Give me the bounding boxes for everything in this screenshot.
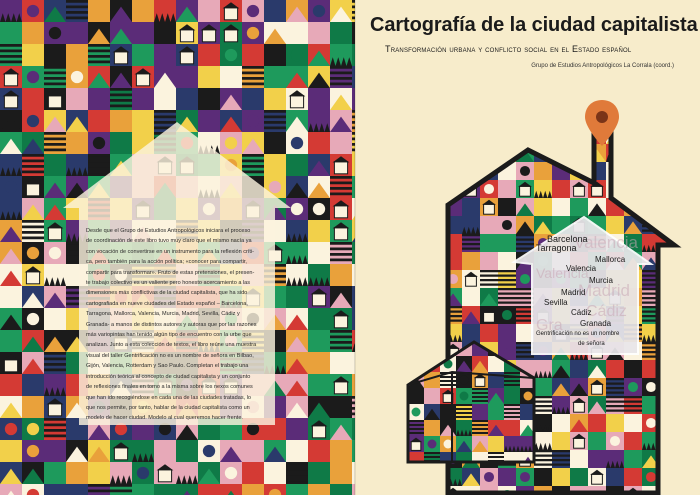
caption-senora: de señora	[578, 341, 605, 347]
synopsis-line: compartir para transformar». Fruto de es…	[86, 269, 255, 276]
city-label-cadiz: Cádiz	[571, 308, 591, 317]
ghost-word: Valencia	[536, 265, 589, 281]
caption-gentrificacion: Gentrificación no es un nombre	[536, 331, 620, 337]
synopsis-line: Gijón, Valencia, Rotterdam y Sao Paulo. …	[86, 363, 249, 370]
synopsis-line: de coordinación de este libro tuvo muy c…	[86, 238, 252, 245]
synopsis-line: ca, pero también para la acción política…	[86, 259, 247, 266]
city-label-madrid: Madrid	[561, 288, 585, 297]
synopsis-line: analizan. Junto a esta colección de text…	[86, 342, 257, 349]
synopsis-line: más variopintas han tenido algún tipo de…	[86, 332, 252, 339]
ghost-word: Gra	[536, 317, 563, 334]
city-label-mallorca: Mallorca	[595, 255, 626, 264]
synopsis-line: de reflexiones finales en torno a la mis…	[86, 384, 253, 391]
synopsis-line: que han ido recogiéndose en cada una de …	[86, 394, 251, 401]
house-shape-overlay	[0, 0, 355, 495]
synopsis-line: Granada- a manos de distintos autores y …	[86, 321, 257, 328]
ghost-word: Valencia	[574, 233, 638, 252]
synopsis-line: Tarragona, Mallorca, Valencia, Murcia, M…	[86, 311, 240, 318]
synopsis-line: dimensiones más conflictivas de la ciuda…	[86, 290, 248, 297]
city-label-sevilla: Sevilla	[544, 298, 568, 307]
book-editor: Grupo de Estudios Antropológicos La Corr…	[531, 63, 674, 69]
back-cover-synopsis: Desde que el Grupo de Estudios Antropoló…	[86, 226, 274, 424]
map-pin-icon	[585, 100, 619, 146]
ghost-word: Cádiz	[586, 303, 627, 320]
book-subtitle: Transformación urbana y conflicto social…	[385, 44, 632, 54]
inner-house-panel	[511, 215, 655, 355]
synopsis-line: con vocación de convertirse en un instru…	[86, 248, 255, 255]
city-label-barcelona: Barcelona	[547, 234, 588, 244]
synopsis-line: cartografiada en nueve ciudades del Esta…	[86, 300, 248, 307]
house-illustration: Valencia Valencia Madrid Cádiz Gra Barce…	[406, 100, 682, 495]
front-cover: Cartografía de la ciudad capitalista Tra…	[356, 0, 700, 495]
synopsis-line: modelo de hacer ciudad. Modelo al cual q…	[86, 415, 243, 422]
small-house-outline	[406, 340, 536, 464]
synopsis-line: que nos permite, por tanto, hablar de la…	[86, 404, 250, 411]
synopsis-line: visual del taller Gentrificación no es u…	[86, 352, 254, 359]
synopsis-line: Desde que el Grupo de Estudios Antropoló…	[86, 228, 251, 234]
city-label-murcia: Murcia	[589, 276, 614, 285]
big-house-outline	[445, 127, 682, 495]
synopsis-line: te trabajo colectivo es un valiente pero…	[86, 280, 251, 287]
synopsis-line: introducción teórica al concepto de ciud…	[86, 373, 251, 380]
back-cover: Desde que el Grupo de Estudios Antropoló…	[0, 0, 355, 495]
city-label-granada: Granada	[580, 319, 612, 328]
book-title: Cartografía de la ciudad capitalista	[370, 14, 698, 36]
ghost-word: Madrid	[578, 281, 630, 300]
city-label-valencia: Valencia	[566, 264, 597, 273]
city-label-tarragona: Tarragona	[536, 243, 577, 253]
